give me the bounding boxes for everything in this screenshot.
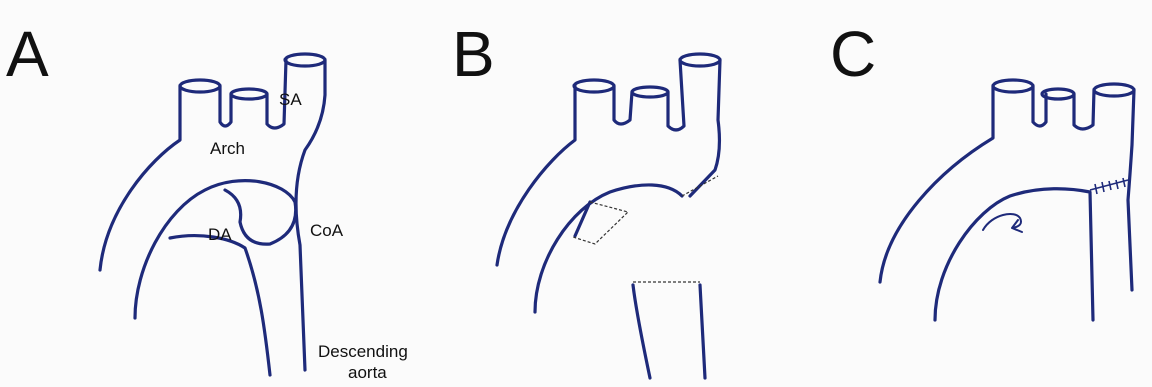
aortic-arch-inner [135, 181, 296, 318]
vessel-opening [180, 80, 220, 92]
sa-label: SA [279, 90, 302, 109]
vessel-opening [285, 54, 325, 66]
excision-line-proximal [682, 176, 718, 196]
vessel-opening [680, 54, 720, 66]
ligated-ductus-stump [983, 214, 1022, 232]
arch-label: Arch [210, 139, 245, 158]
panel-b-letter: B [452, 18, 495, 90]
panel-a-letter: A [6, 18, 49, 90]
vessel-opening [1094, 84, 1134, 96]
coa-label: CoA [310, 221, 344, 240]
ductus-arteriosus [170, 236, 270, 375]
vessel-opening [632, 87, 668, 97]
da-label: DA [208, 225, 232, 244]
vessel-opening [574, 80, 614, 92]
panel-a: A [6, 18, 325, 375]
panel-c: C [830, 18, 1134, 320]
descending-aorta-stump [633, 285, 705, 378]
repaired-arch-inner [935, 189, 1093, 320]
vessel-opening [993, 80, 1033, 92]
panel-b: B [452, 18, 720, 378]
panel-c-letter: C [830, 18, 876, 90]
descending-aorta-label-line2: aorta [348, 363, 387, 382]
descending-aorta-label-line1: Descending [318, 342, 408, 361]
vessel-opening [231, 89, 267, 99]
anastomosis-suture-line [1090, 178, 1128, 194]
aortic-arch-inner-resected [535, 185, 682, 312]
